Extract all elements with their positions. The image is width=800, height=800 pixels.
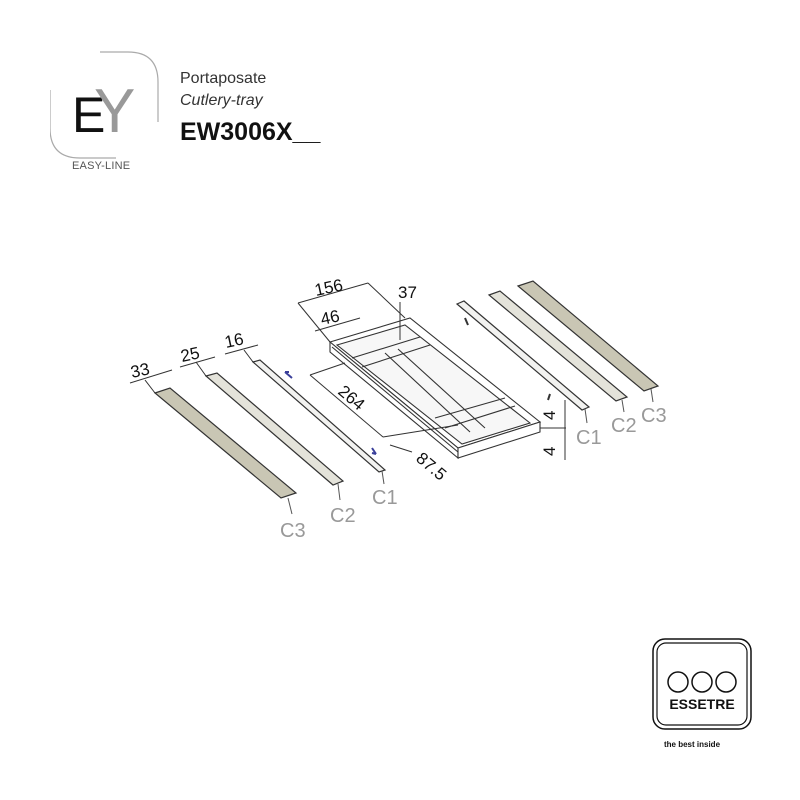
dim-strip-c2: 25 [179,343,201,366]
left-strip-c1 [251,359,387,473]
dim-tray-length: 264 [334,382,368,415]
tagline: the best inside [664,740,721,749]
brand-line: EASY-LINE [72,160,131,172]
label-right-c3: C3 [641,405,667,427]
right-strip-c2 [487,290,629,402]
logo-letter-y: Y [94,77,135,146]
essetre-logo [652,638,752,730]
label-left-c1: C1 [372,487,398,509]
label-right-c2: C2 [611,415,637,437]
label-left-c3: C3 [280,520,306,542]
left-strip-c2 [204,372,345,486]
dim-tray-depth: 87.5 [412,449,450,485]
easy-line-logo: E Y [49,50,160,160]
dim-gap-top: 4 [540,411,559,420]
dim-strip-c1: 16 [223,329,245,352]
label-right-c1: C1 [576,427,602,449]
label-left-c2: C2 [330,505,356,527]
dim-tray-height: 37 [398,283,417,302]
right-strip-c3 [516,280,660,392]
dim-compartment-width: 46 [319,306,341,329]
title-english: Cutlery-tray [180,92,263,109]
dim-gap-bottom: 4 [540,447,559,456]
essetre-brand: ESSETRE [669,696,735,712]
dim-strip-c3: 33 [129,359,151,382]
title-italian: Portaposate [180,70,267,87]
cutlery-tray [328,317,542,460]
logo-letter-e: E [72,87,105,143]
left-strip-c3 [153,387,298,499]
product-code: EW3006X__ [180,118,321,146]
dim-tray-width: 156 [313,275,345,299]
right-strip-c1 [455,300,591,411]
